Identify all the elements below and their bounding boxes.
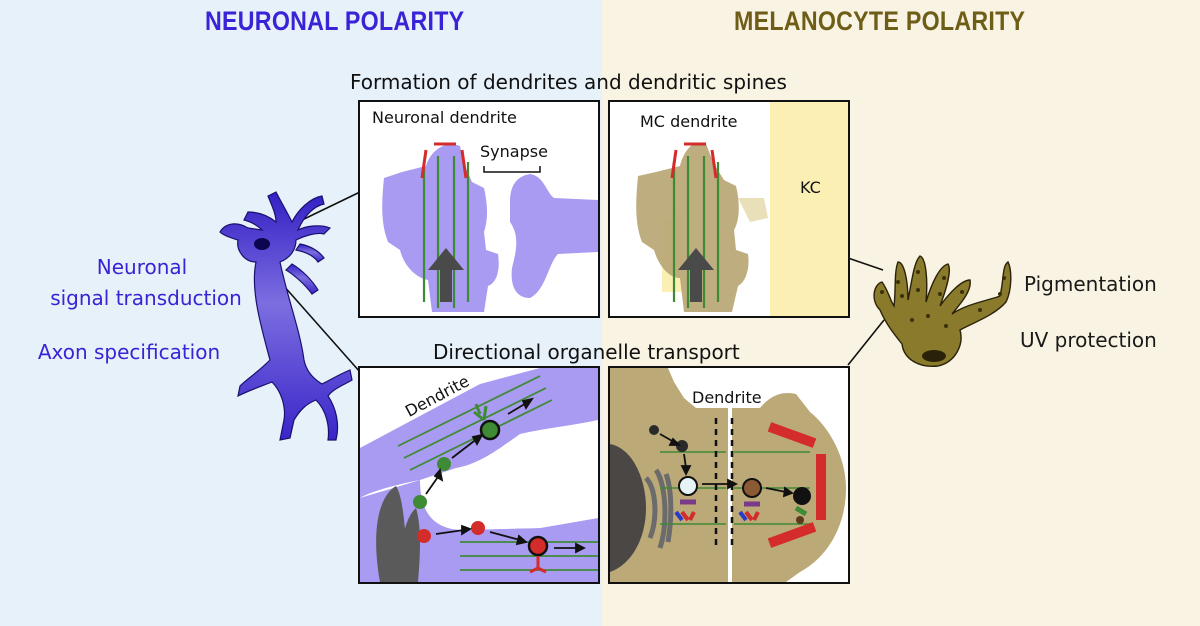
dendrite-formation-heading: Formation of dendrites and dendritic spi…: [350, 70, 787, 94]
keratinocyte-label: KC: [800, 178, 821, 197]
growth-arrow: [428, 248, 464, 302]
signal-transduction-label: signal transduction: [50, 286, 242, 310]
connector-line: [847, 257, 884, 271]
melanocyte-nucleus: [922, 350, 946, 362]
neuron-icon: [219, 191, 353, 441]
pigmentation-label: Pigmentation: [1024, 272, 1157, 296]
connector-line: [301, 191, 361, 221]
mc-dendrite-drawing: [636, 102, 848, 316]
mc-dendrite-transport-label: Dendrite: [692, 388, 762, 407]
synapse-label: Synapse: [480, 142, 548, 161]
neuronal-dendrite-label: Neuronal dendrite: [372, 108, 517, 127]
mc-transport-drawing: [610, 368, 848, 582]
neuronal-label: Neuronal: [96, 255, 188, 279]
melanocyte-icon: [873, 255, 1012, 367]
organelle-transport-heading: Directional organelle transport: [433, 340, 740, 364]
synapse-bracket: [483, 166, 541, 173]
neuron-transport-drawing: [360, 368, 598, 582]
neuron-nucleus: [254, 238, 270, 250]
connector-line: [847, 319, 885, 366]
neuron-transport-panel: Dendrite: [358, 366, 600, 584]
neuronal-dendrite-panel: Neuronal dendrite Synapse: [358, 100, 600, 318]
mc-dendrite-panel: MC dendrite KC: [608, 100, 850, 318]
connector-line: [282, 284, 361, 373]
melanocyte-polarity-title: MELANOCYTE POLARITY: [734, 6, 1026, 36]
axon-specification-label: Axon specification: [37, 340, 221, 364]
growth-arrow: [678, 248, 714, 302]
neuronal-polarity-title: NEURONAL POLARITY: [205, 6, 465, 36]
melanosome-dots: [880, 270, 1006, 328]
uv-protection-label: UV protection: [1020, 328, 1157, 352]
neuronal-dendrite-drawing: [382, 142, 598, 312]
mc-transport-panel: Dendrite: [608, 366, 850, 584]
mc-dendrite-label: MC dendrite: [640, 112, 738, 131]
